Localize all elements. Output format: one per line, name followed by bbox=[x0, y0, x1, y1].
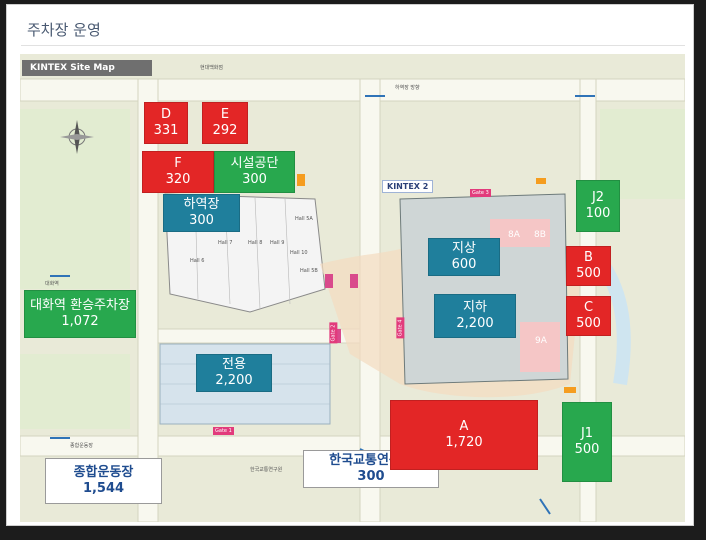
map-place-label: 현대백화점 bbox=[200, 65, 224, 71]
parking-lot-a[interactable]: A 1,720 bbox=[390, 400, 538, 470]
hall-label: 9A bbox=[535, 336, 547, 346]
parking-lot-count: 1,072 bbox=[61, 314, 99, 329]
parking-lot-count: 300 bbox=[357, 469, 385, 484]
parking-lot-name: 대화역 환승주차장 bbox=[30, 297, 130, 313]
hall-label: Hall 8 bbox=[248, 240, 263, 246]
parking-lot-count: 100 bbox=[585, 206, 611, 221]
parking-lot-dedicated[interactable]: 전용 2,200 bbox=[196, 354, 272, 392]
gate-label: Gate 4 bbox=[396, 317, 405, 339]
hall-label: Hall 7 bbox=[218, 240, 233, 246]
parking-lot-b[interactable]: B 500 bbox=[566, 246, 611, 286]
parking-lot-name: B bbox=[584, 249, 593, 265]
parking-lot-count: 292 bbox=[212, 123, 238, 138]
parking-lot-count: 300 bbox=[189, 213, 214, 228]
parking-lot-name: E bbox=[220, 106, 230, 122]
parking-lot-count: 500 bbox=[576, 266, 601, 281]
parking-lot-daehwa[interactable]: 대화역 환승주차장 1,072 bbox=[24, 290, 136, 338]
parking-lot-name: 지상 bbox=[452, 240, 476, 256]
parking-lot-name: 시설공단 bbox=[230, 155, 279, 171]
compass-icon bbox=[60, 120, 94, 154]
parking-lot-underground[interactable]: 지하 2,200 bbox=[434, 294, 516, 338]
map-place-label: 대화역 bbox=[45, 281, 59, 287]
parking-lot-count: 500 bbox=[574, 442, 600, 457]
parking-lot-name: 하역장 bbox=[183, 196, 220, 212]
parking-lot-name: 종합운동장 bbox=[73, 464, 134, 480]
title-divider bbox=[21, 45, 685, 46]
parking-lot-sports[interactable]: 종합운동장 1,544 bbox=[45, 458, 162, 504]
parking-lot-c[interactable]: C 500 bbox=[566, 296, 611, 336]
parking-lot-count: 320 bbox=[165, 172, 191, 187]
hall-label: Hall 9 bbox=[270, 240, 285, 246]
hall-label: Hall 10 bbox=[290, 250, 308, 256]
parking-lot-name: F bbox=[174, 155, 182, 171]
parking-lot-name: C bbox=[583, 299, 594, 315]
parking-lot-count: 500 bbox=[576, 316, 601, 331]
map-place-label: 하역장 방향 bbox=[395, 85, 420, 91]
parking-lot-d[interactable]: D 331 bbox=[144, 102, 188, 144]
page-title: 주차장 운영 bbox=[27, 21, 101, 39]
hall-label: 8B bbox=[534, 230, 546, 240]
gate-label: Gate 2 bbox=[329, 322, 338, 344]
parking-lot-name: J2 bbox=[591, 189, 605, 205]
parking-lot-count: 1,544 bbox=[82, 481, 125, 496]
parking-lot-f[interactable]: F 320 bbox=[142, 151, 214, 193]
parking-lot-loading[interactable]: 하역장 300 bbox=[163, 194, 240, 232]
parking-lot-count: 2,200 bbox=[215, 373, 253, 388]
gate-label: Gate 3 bbox=[470, 189, 491, 197]
parking-lot-j2[interactable]: J2 100 bbox=[576, 180, 620, 232]
hall-label: Hall 6 bbox=[190, 258, 205, 264]
parking-lot-name: A bbox=[459, 418, 469, 434]
parking-lot-name: 지하 bbox=[463, 299, 487, 315]
gate-label: Gate 1 bbox=[213, 427, 234, 435]
map-place-label: 한국교통연구원 bbox=[250, 467, 283, 473]
map-place-label: 종합운동장 bbox=[70, 443, 94, 449]
parking-lot-j1[interactable]: J1 500 bbox=[562, 402, 612, 482]
kintex2-label: KINTEX 2 bbox=[382, 180, 434, 193]
parking-lot-ground[interactable]: 지상 600 bbox=[428, 238, 500, 276]
hall-label: Hall 5A bbox=[295, 216, 313, 222]
parking-lot-facility[interactable]: 시설공단 300 bbox=[214, 151, 295, 193]
parking-lot-e[interactable]: E 292 bbox=[202, 102, 248, 144]
map-header: KINTEX Site Map bbox=[22, 60, 152, 76]
parking-lot-count: 1,720 bbox=[445, 435, 483, 450]
parking-lot-count: 2,200 bbox=[456, 316, 494, 331]
parking-lot-count: 331 bbox=[153, 123, 179, 138]
hall-label: 8A bbox=[508, 230, 520, 240]
site-map: KINTEX Site Map KINTEX 2 Gate 3 Gate 1 G… bbox=[20, 54, 685, 522]
parking-lot-name: D bbox=[160, 106, 171, 122]
hall-label: Hall 5B bbox=[300, 268, 318, 274]
parking-lot-name: J1 bbox=[580, 425, 594, 441]
parking-lot-name: 전용 bbox=[222, 356, 246, 372]
parking-lot-count: 300 bbox=[242, 172, 267, 187]
parking-lot-count: 600 bbox=[451, 257, 477, 272]
